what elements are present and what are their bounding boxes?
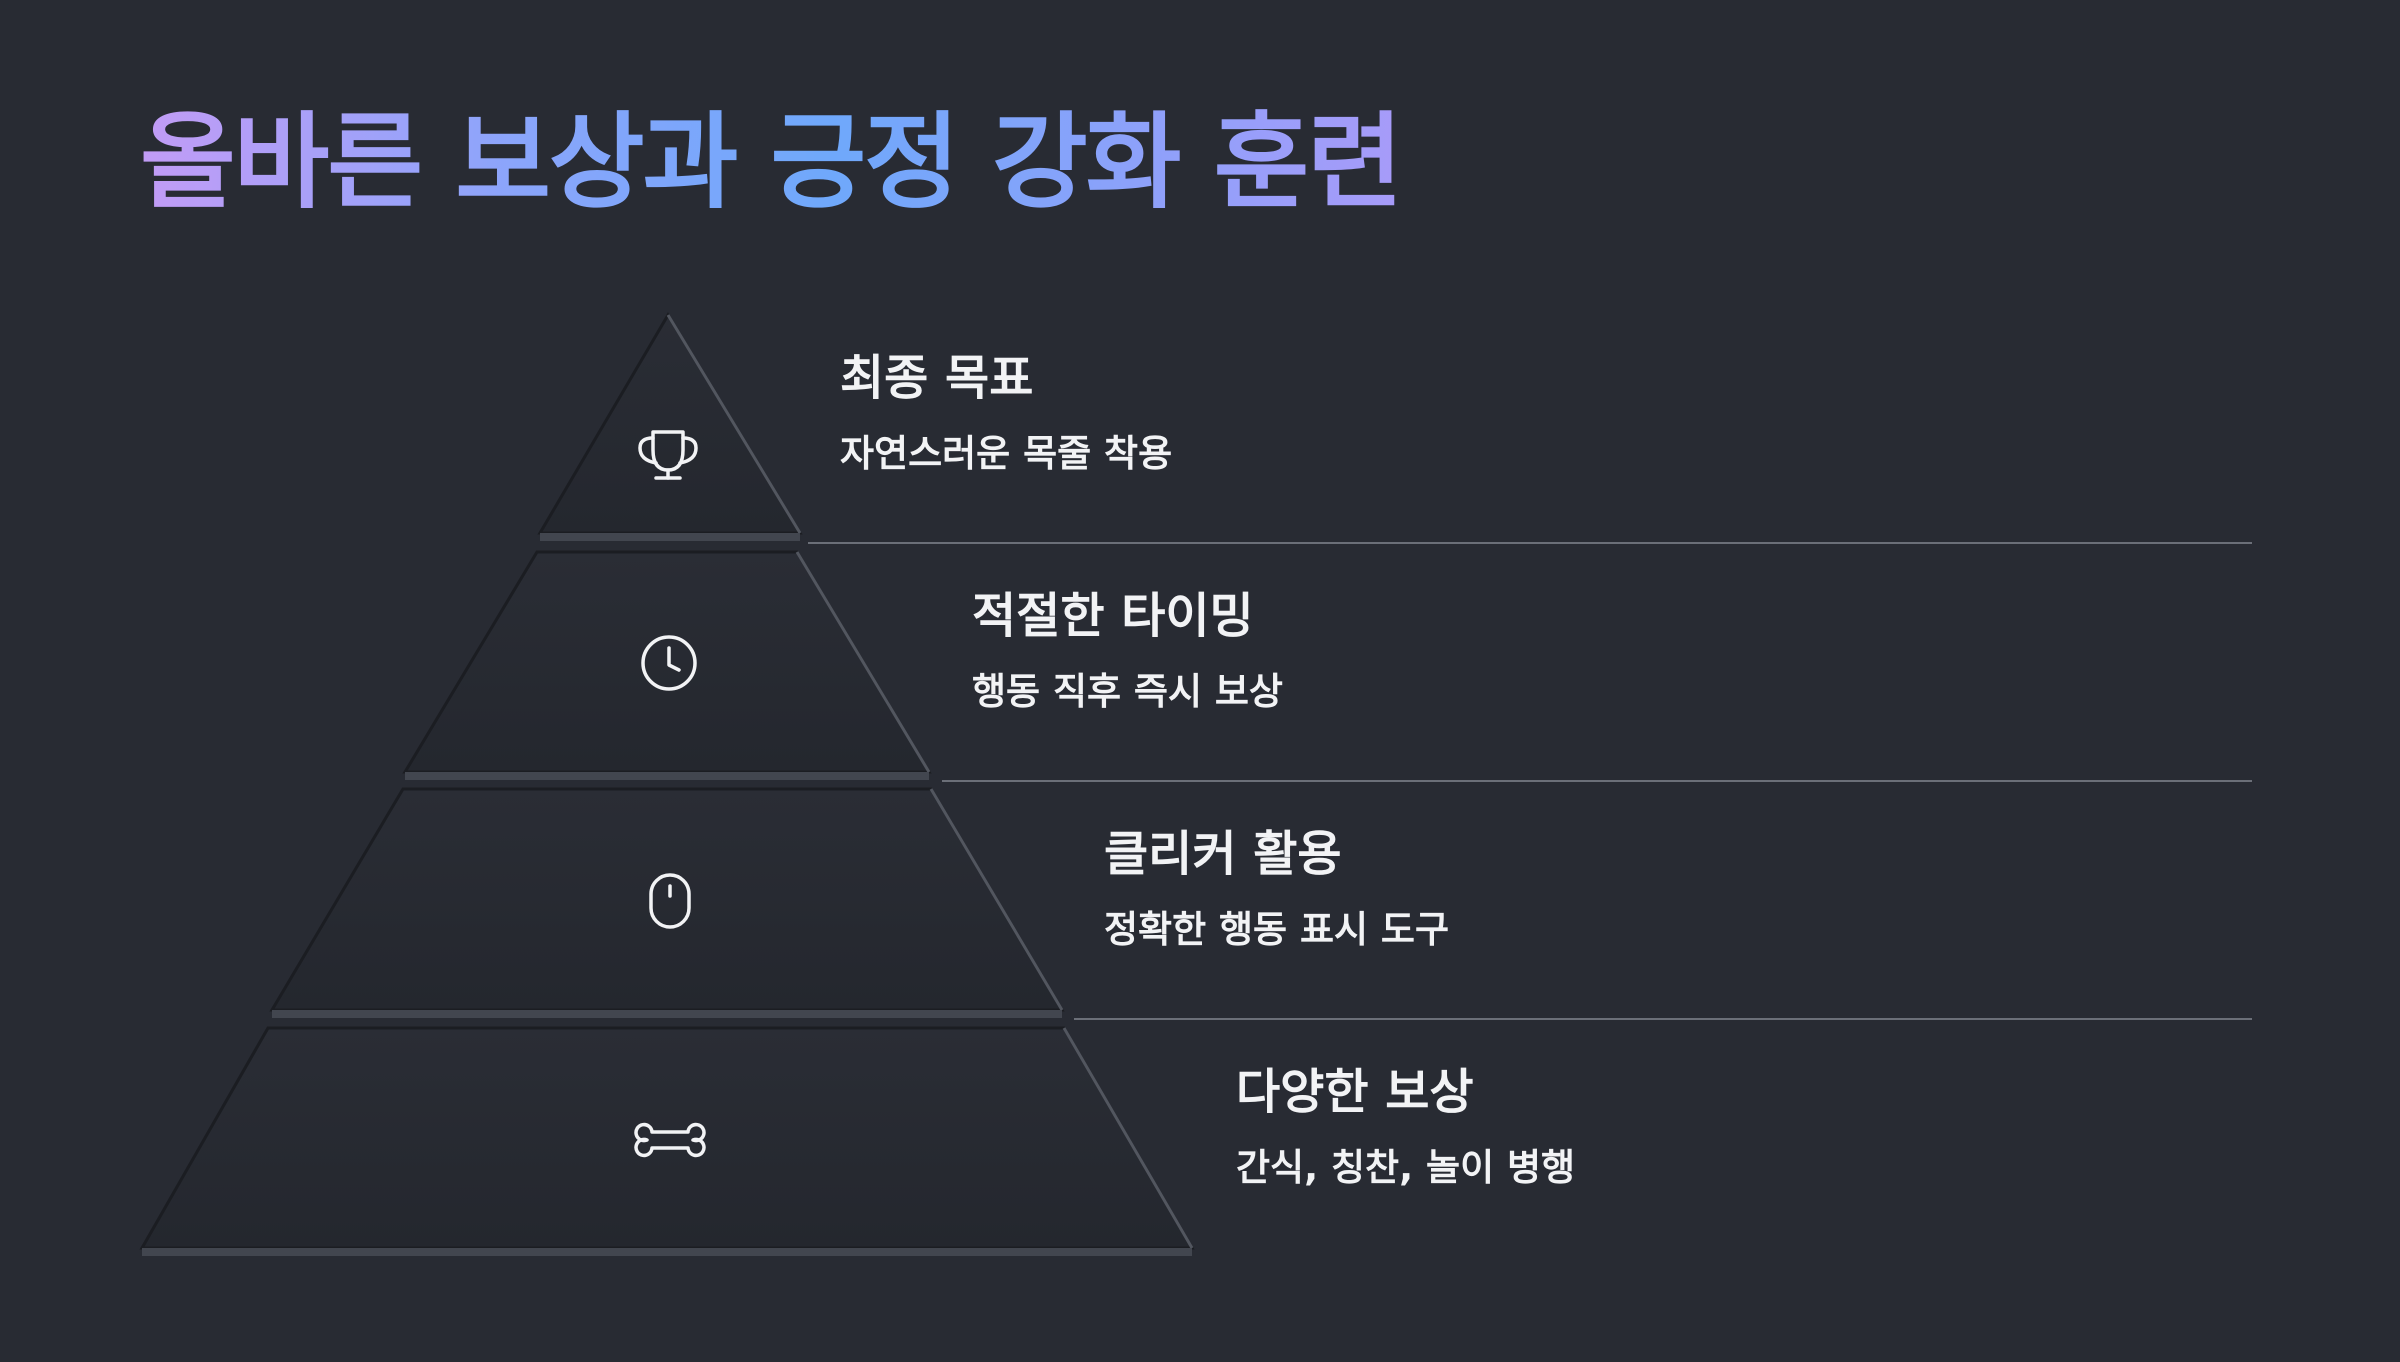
pyramid-tier-4 <box>139 1026 1195 1256</box>
tier-2-text: 적절한 타이밍 행동 직후 즉시 보상 <box>972 588 1283 714</box>
tier-3-text: 클리커 활용 정확한 행동 표시 도구 <box>1104 826 1449 952</box>
page-title: 올바른 보상과 긍정 강화 훈련 <box>140 101 1403 223</box>
tier-4-text: 다양한 보상 간식, 칭찬, 놀이 병행 <box>1236 1064 1575 1190</box>
trophy-icon <box>638 430 698 480</box>
pyramid-tier-1 <box>537 312 2252 544</box>
mouse-icon <box>649 873 691 929</box>
tier-1-title: 최종 목표 <box>840 350 1034 406</box>
tier-4-title: 다양한 보상 <box>1236 1064 1474 1120</box>
tier-3-title: 클리커 활용 <box>1104 826 1342 882</box>
bone-icon <box>634 1122 706 1158</box>
tier-4-desc: 간식, 칭찬, 놀이 병행 <box>1236 1145 1576 1189</box>
tier-2-desc: 행동 직후 즉시 보상 <box>972 669 1283 713</box>
tier-1-desc: 자연스러운 목줄 착용 <box>840 431 1173 475</box>
tier-2-title: 적절한 타이밍 <box>972 588 1254 644</box>
pyramid-tier-3 <box>269 787 2252 1020</box>
clock-icon <box>641 635 697 691</box>
tier-1-text: 최종 목표 자연스러운 목줄 착용 <box>840 350 1172 476</box>
tier-3-desc: 정확한 행동 표시 도구 <box>1104 907 1450 951</box>
pyramid-tier-2 <box>402 550 2252 782</box>
